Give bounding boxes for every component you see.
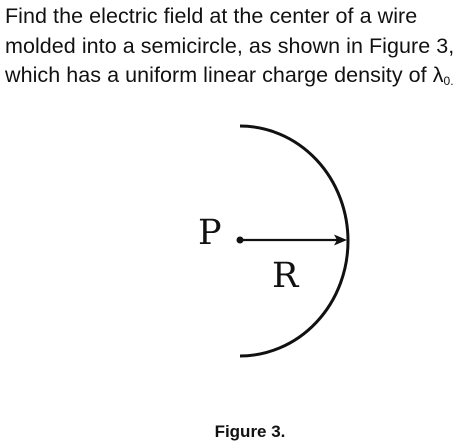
figure-caption: Figure 3. [214, 422, 286, 441]
lambda-subscript: 0. [443, 74, 454, 88]
problem-line-3: which has a uniform linear charge densit… [5, 61, 471, 91]
point-label-p: P [198, 213, 222, 253]
center-point [236, 236, 244, 244]
radius-label-r: R [272, 256, 300, 296]
semicircle-wire [239, 124, 350, 358]
problem-line-2: molded into a semicircle, as shown in Fi… [5, 33, 455, 58]
radius-arrowhead [334, 234, 347, 246]
problem-statement: Find the electric field at the center of… [5, 2, 471, 91]
problem-line-3-text: which has a uniform linear charge densit… [5, 63, 444, 87]
problem-line-1: Find the electric field at the center of… [5, 4, 418, 28]
